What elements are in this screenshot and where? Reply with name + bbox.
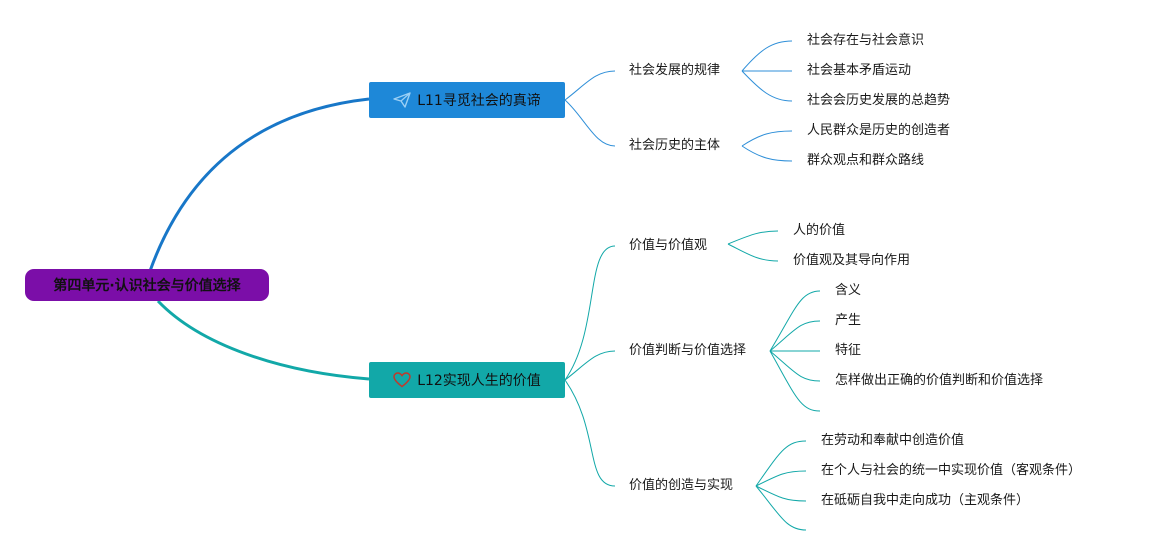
topic-node[interactable]: 价值的创造与实现 (629, 478, 734, 493)
edge-t1-leaf3 (741, 70, 793, 102)
leaf-node[interactable]: 在劳动和奉献中创造价值 (821, 433, 965, 448)
branch-label-l12: L12实现人生的价值 (417, 373, 541, 389)
leaf-node[interactable]: 群众观点和群众路线 (807, 153, 925, 168)
edge-l12t2-leaf4 (769, 350, 821, 382)
leaf-node[interactable]: 产生 (835, 313, 862, 328)
leaf-node[interactable]: 含义 (835, 283, 862, 298)
topic-node[interactable]: 社会发展的规律 (629, 63, 721, 78)
edge-l12t3-leaf2 (755, 470, 807, 487)
branch-node-l11[interactable]: L11寻觅社会的真谛 (369, 82, 565, 118)
edge-l12t2-leaf2 (769, 320, 821, 352)
branch-label-l11: L11寻觅社会的真谛 (417, 93, 541, 109)
edge-l12t2-leaf1 (769, 290, 821, 352)
leaf-node[interactable]: 社会存在与社会意识 (807, 33, 925, 48)
branch-node-l12[interactable]: L12实现人生的价值 (369, 362, 565, 398)
edge-root-l12 (156, 299, 370, 381)
edge-l12-topic1 (564, 245, 616, 381)
leaf-node[interactable]: 特征 (835, 343, 862, 358)
edge-t2-leaf1 (741, 130, 793, 147)
edge-l12t3-leaf3 (755, 485, 807, 502)
leaf-node[interactable]: 怎样做出正确的价值判断和价值选择 (835, 373, 1044, 388)
topic-node[interactable]: 价值判断与价值选择 (629, 343, 747, 358)
edge-l12t2-leaf5 (769, 350, 821, 412)
edge-t1-leaf1 (741, 40, 793, 72)
edge-l11-topic1 (564, 70, 616, 101)
heart-icon (393, 372, 411, 388)
topic-node[interactable]: 价值与价值观 (629, 238, 708, 253)
edge-l12t1-leaf2 (727, 243, 779, 262)
edge-root-l11 (148, 97, 370, 272)
leaf-node[interactable]: 社会会历史发展的总趋势 (807, 93, 951, 108)
root-node[interactable]: 第四单元·认识社会与价值选择 (25, 269, 269, 301)
edge-l12-topic2 (564, 350, 616, 381)
edge-l12t3-leaf1 (755, 440, 807, 487)
leaf-node[interactable]: 社会基本矛盾运动 (807, 63, 912, 78)
leaf-node[interactable]: 人的价值 (793, 223, 846, 238)
leaf-node[interactable]: 在砥砺自我中走向成功（主观条件） (821, 493, 1030, 508)
edge-l12t3-leaf4 (755, 485, 807, 531)
leaf-node[interactable]: 人民群众是历史的创造者 (807, 123, 951, 138)
edge-l11-topic2 (564, 99, 616, 147)
edge-l12-topic3 (564, 379, 616, 487)
leaf-node[interactable]: 在个人与社会的统一中实现价值（客观条件） (821, 463, 1082, 478)
edge-l12t1-leaf1 (727, 230, 779, 245)
edge-t2-leaf2 (741, 145, 793, 162)
topic-node[interactable]: 社会历史的主体 (629, 138, 721, 153)
leaf-node[interactable]: 价值观及其导向作用 (793, 253, 911, 268)
root-label: 第四单元·认识社会与价值选择 (53, 278, 241, 294)
paper-plane-icon (393, 92, 411, 108)
